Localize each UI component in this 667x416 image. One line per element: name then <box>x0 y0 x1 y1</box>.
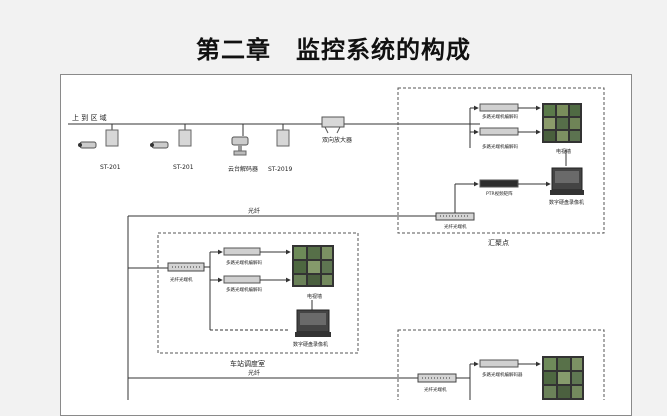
hub-module-label: 多路光端机编解码 <box>482 143 518 150</box>
third-video-wall <box>542 356 584 400</box>
optical-label: 光纤光端机 <box>444 223 467 230</box>
station-video-wall: 电视墙 <box>292 245 334 300</box>
camera-label: ST-2019 <box>268 166 293 173</box>
station-name: 车站调度室 <box>230 359 265 368</box>
fiber-label-top: 光纤 <box>248 207 260 215</box>
station-module-label: 多路光端机编解码 <box>226 286 262 293</box>
camera-3: 云台解码器 <box>228 124 258 173</box>
hub-video-wall: 电视墙 <box>542 103 582 155</box>
camera-1: ST-201 <box>78 124 121 171</box>
hub-optical-transceiver: 光纤光端机 <box>435 212 475 230</box>
encoder-box-icon <box>276 129 290 147</box>
hub-name: 汇聚点 <box>488 239 509 247</box>
hub-module-1: 多路光端机编解码 <box>479 103 519 120</box>
station-boundary <box>157 232 359 354</box>
camera-label: ST-201 <box>100 164 121 171</box>
dome-camera-icon <box>150 141 169 149</box>
amplifier-icon <box>321 116 345 128</box>
third-boundary <box>397 329 605 400</box>
network-diagram: 上 到 区 域 ST-201 ST-201 <box>68 87 605 400</box>
station-module-label: 多路光端机编解码 <box>226 259 262 266</box>
camera-label: 云台解码器 <box>228 165 258 173</box>
recorder-label: 数字硬盘录像机 <box>549 199 584 206</box>
camera-4: ST-2019 <box>268 124 293 173</box>
hub-boundary <box>397 87 605 234</box>
ptz-camera-icon <box>231 136 249 156</box>
station-module-2: 多路光端机编解码 <box>223 275 262 293</box>
hub-recorder: 数字硬盘录像机 <box>549 167 584 206</box>
switch-label: PTR视频矩阵 <box>486 190 513 197</box>
dome-camera-icon <box>78 141 97 149</box>
station-recorder: 数字硬盘录像机 <box>293 309 331 348</box>
hub-module-2: 多路光端机编解码 <box>479 127 519 150</box>
page-title: 第二章 监控系统的构成 <box>196 36 471 64</box>
amplifier-label: 双向放大器 <box>322 136 352 144</box>
video-wall-label: 电视墙 <box>307 293 322 300</box>
camera-label: ST-201 <box>173 164 194 171</box>
hub-matrix-switch: PTR视频矩阵 <box>455 179 551 197</box>
bus-label: 上 到 区 域 <box>72 113 107 122</box>
third-module-label: 多路光端机编解码器 <box>482 371 523 378</box>
bidirectional-amplifier: 双向放大器 <box>321 116 352 144</box>
camera-2: ST-201 <box>150 124 194 171</box>
fiber-label-bottom: 光纤 <box>248 369 260 377</box>
video-wall-label: 电视墙 <box>556 148 571 155</box>
station-module-1: 多路光端机编解码 <box>223 247 262 266</box>
third-module: 多路光端机编解码器 <box>479 359 523 378</box>
hub-module-label: 多路光端机编解码 <box>482 113 518 120</box>
page: 第二章 监控系统的构成 上 到 区 域 ST-201 <box>60 36 632 416</box>
station-optical-transceiver: 光纤光端机 <box>167 262 205 283</box>
recorder-label: 数字硬盘录像机 <box>293 341 328 348</box>
encoder-box-icon <box>178 129 192 147</box>
optical-label: 光纤光端机 <box>424 386 447 393</box>
third-optical-transceiver: 光纤光端机 <box>417 373 457 393</box>
encoder-box-icon <box>105 129 119 147</box>
optical-label: 光纤光端机 <box>170 276 193 283</box>
